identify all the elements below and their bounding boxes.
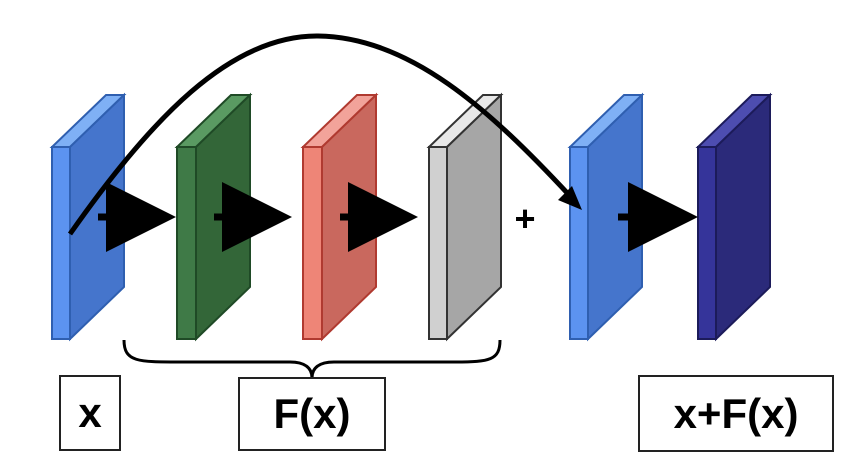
input-layer	[49, 92, 127, 342]
residual-function-label: F(x)	[238, 377, 386, 451]
conv-layer-3	[426, 92, 504, 342]
output-label: x+F(x)	[638, 375, 834, 452]
input-label: x	[59, 375, 121, 451]
output-label-text: x+F(x)	[673, 389, 799, 437]
sum-layer	[567, 92, 645, 342]
plus-operator: +	[514, 198, 535, 239]
output-layer	[695, 92, 773, 342]
residual-brace	[122, 339, 502, 379]
conv-layer-1	[174, 92, 253, 342]
input-label-text: x	[78, 389, 102, 436]
skip-connection-arrow	[67, 33, 582, 236]
residual-function-label-text: F(x)	[273, 390, 351, 437]
